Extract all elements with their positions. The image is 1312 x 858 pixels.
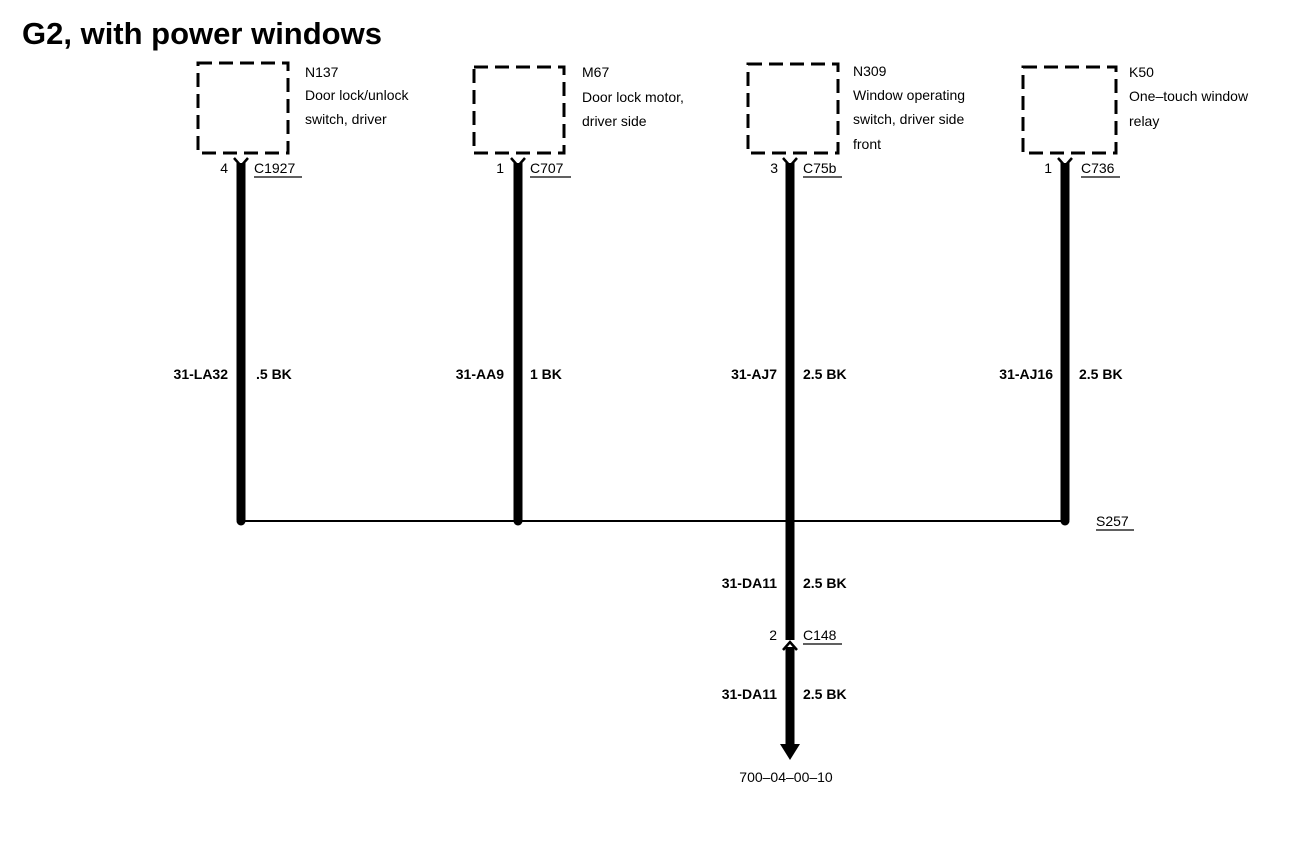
pin-number-n309: 3 xyxy=(770,160,778,176)
splice-node-4 xyxy=(1060,516,1070,526)
splice-node-2 xyxy=(513,516,523,526)
circuit-label-31-da11-upper: 31-DA11 xyxy=(722,575,777,591)
connector-label-c707: C707 xyxy=(530,160,564,176)
component-m67: M67 Door lock motor, driver side xyxy=(472,64,684,155)
component-box-n309 xyxy=(746,62,840,155)
pin-number-c148: 2 xyxy=(769,627,777,643)
component-box-n137 xyxy=(196,61,290,155)
circuit-label-31-aa9: 31-AA9 xyxy=(456,366,504,382)
wire-size-31-da11-lower: 2.5 BK xyxy=(803,686,847,702)
component-desc-m67-line1: Door lock motor, xyxy=(582,89,684,105)
connector-label-c75b: C75b xyxy=(803,160,837,176)
splice-label: S257 xyxy=(1096,513,1129,529)
component-box-m67 xyxy=(472,65,566,155)
wire-size-31-da11-upper: 2.5 BK xyxy=(803,575,847,591)
connector-label-c148: C148 xyxy=(803,627,837,643)
component-n309: N309 Window operating switch, driver sid… xyxy=(746,62,965,155)
page-title: G2, with power windows xyxy=(22,16,382,51)
component-desc-n309-line2: switch, driver side xyxy=(853,111,964,127)
connector-label-c736: C736 xyxy=(1081,160,1115,176)
component-desc-n309-line3: front xyxy=(853,136,881,152)
connector-c75b: 3 C75b xyxy=(770,157,842,178)
component-id-n309: N309 xyxy=(853,63,887,79)
connector-label-c1927: C1927 xyxy=(254,160,295,176)
wire-size-31-aj7: 2.5 BK xyxy=(803,366,847,382)
component-desc-n309-line1: Window operating xyxy=(853,87,965,103)
pin-number-m67: 1 xyxy=(496,160,504,176)
wire-size-31-aj16: 2.5 BK xyxy=(1079,366,1123,382)
component-desc-n137-line2: switch, driver xyxy=(305,111,387,127)
component-box-k50 xyxy=(1021,65,1118,155)
pin-number-n137: 4 xyxy=(220,160,228,176)
circuit-label-31-aj7: 31-AJ7 xyxy=(731,366,777,382)
circuit-label-31-aj16: 31-AJ16 xyxy=(999,366,1053,382)
connector-c707: 1 C707 xyxy=(496,157,571,178)
connector-c148: 2 C148 xyxy=(769,627,842,651)
pin-number-k50: 1 xyxy=(1044,160,1052,176)
wire-size-31-la32: .5 BK xyxy=(256,366,292,382)
continuation-arrow-icon xyxy=(780,744,800,760)
component-desc-k50-line1: One–touch window xyxy=(1129,88,1249,104)
component-desc-m67-line2: driver side xyxy=(582,113,647,129)
wire-size-31-aa9: 1 BK xyxy=(530,366,562,382)
circuit-label-31-da11-lower: 31-DA11 xyxy=(722,686,777,702)
component-id-m67: M67 xyxy=(582,64,609,80)
component-id-k50: K50 xyxy=(1129,64,1154,80)
connector-c1927: 4 C1927 xyxy=(220,157,302,178)
connector-c736: 1 C736 xyxy=(1044,157,1120,178)
splice-s257: S257 xyxy=(236,513,1134,531)
connector-symbol-c148 xyxy=(782,640,798,651)
component-desc-k50-line2: relay xyxy=(1129,113,1159,129)
page-reference-label: 700–04–00–10 xyxy=(739,769,833,785)
component-k50: K50 One–touch window relay xyxy=(1021,64,1249,155)
circuit-label-31-la32: 31-LA32 xyxy=(174,366,229,382)
splice-node-1 xyxy=(236,516,246,526)
component-id-n137: N137 xyxy=(305,64,339,80)
component-n137: N137 Door lock/unlock switch, driver xyxy=(196,61,409,155)
component-desc-n137-line1: Door lock/unlock xyxy=(305,87,409,103)
